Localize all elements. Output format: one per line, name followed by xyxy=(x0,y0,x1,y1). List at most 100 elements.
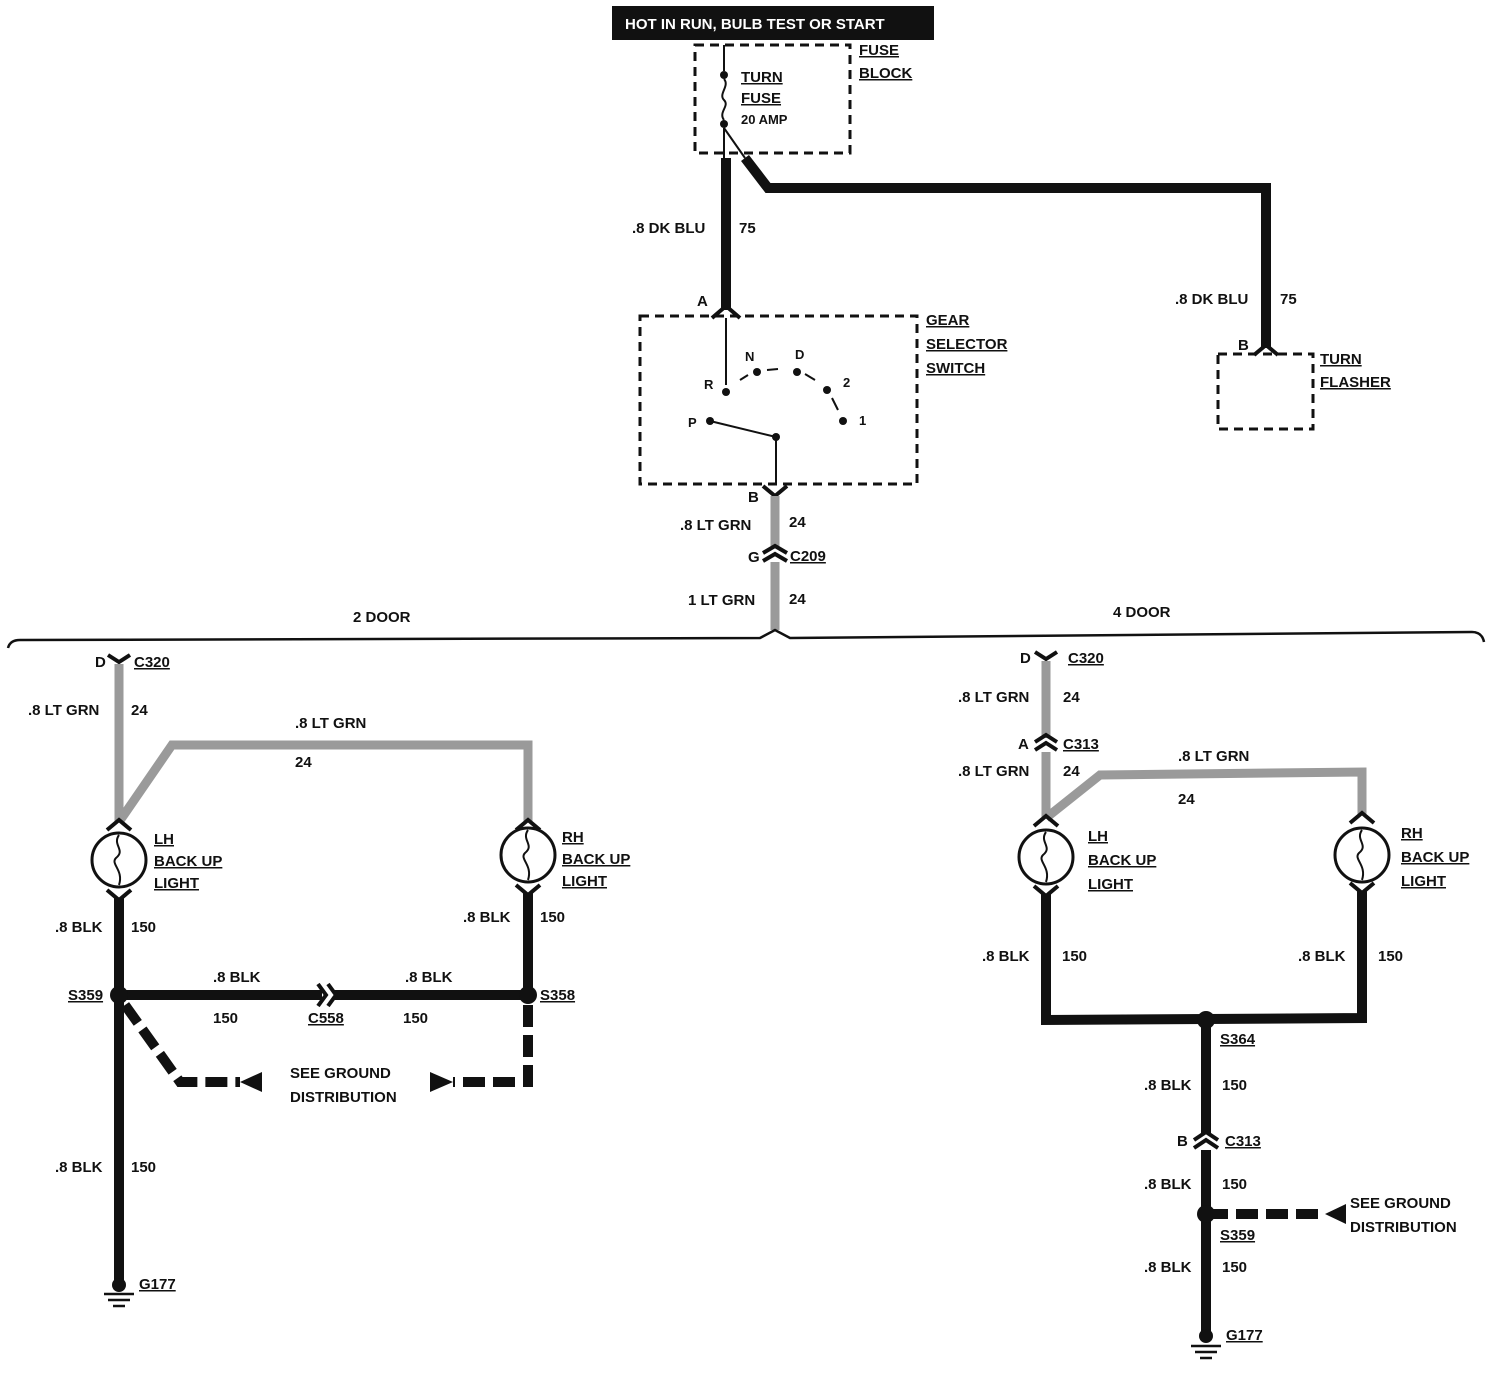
two-door-splice-s358-label: S358 xyxy=(540,987,575,1004)
four-door-c313b-label: C313 xyxy=(1225,1133,1261,1150)
flasher-pin-connector xyxy=(1252,342,1280,357)
fuse-block-outline xyxy=(693,43,852,155)
four-door-lh-bulb xyxy=(1017,813,1075,899)
turn-flasher-title-1: TURN xyxy=(1320,351,1362,368)
four-door-rh-title-2: BACK UP xyxy=(1401,849,1469,866)
two-door-ground-symbol xyxy=(104,1292,134,1308)
four-door-splice-s359-label: S359 xyxy=(1220,1227,1255,1244)
four-door-ground-node xyxy=(1199,1329,1213,1343)
two-door-splice-s358 xyxy=(519,986,537,1004)
variant-2-door: 2 DOOR xyxy=(353,609,411,626)
four-door-ground-label: G177 xyxy=(1226,1327,1263,1344)
switch-pos-n: N xyxy=(745,349,754,364)
two-door-ground-dist-arrow-right xyxy=(430,1072,453,1092)
two-door-link-circuit-right: 150 xyxy=(403,1010,428,1027)
four-door-cross-circuit: 24 xyxy=(1178,791,1195,808)
supply-label: HOT IN RUN, BULB TEST OR START xyxy=(625,16,885,33)
four-door-rh-bulb xyxy=(1333,810,1391,896)
trunk-upper-gauge: .8 LT GRN xyxy=(680,517,751,534)
turn-flasher-outline xyxy=(1216,352,1315,431)
switch-pos-p: P xyxy=(688,415,697,430)
two-door-lh-gnd-circuit: 150 xyxy=(131,919,156,936)
two-door-wire-ground-dist-left xyxy=(120,1002,240,1087)
four-door-feed-circuit: 24 xyxy=(1063,689,1080,706)
gear-switch-title-1: GEAR xyxy=(926,312,970,329)
c209-connector xyxy=(761,543,789,563)
two-door-ground-node xyxy=(112,1278,126,1292)
four-door-wire-cross xyxy=(1043,767,1367,822)
feed-left-circuit: 75 xyxy=(739,220,756,237)
two-door-wire-cross xyxy=(115,740,533,825)
two-door-rh-title-2: BACK UP xyxy=(562,851,630,868)
four-door-cross-gauge: .8 LT GRN xyxy=(1178,748,1249,765)
four-door-lh-title-3: LIGHT xyxy=(1088,876,1133,893)
two-door-c558-connector xyxy=(316,982,339,1008)
four-door-rh-title-3: LIGHT xyxy=(1401,873,1446,890)
four-door-lower-gauge: .8 BLK xyxy=(1144,1176,1192,1193)
four-door-feed2-gauge: .8 LT GRN xyxy=(958,763,1029,780)
four-door-c313b-connector xyxy=(1192,1129,1220,1150)
trunk-lower-gauge: 1 LT GRN xyxy=(688,592,755,609)
fuse-block-title-1: FUSE xyxy=(859,42,899,59)
feed-right-gauge: .8 DK BLU xyxy=(1175,291,1248,308)
four-door-c313-label: C313 xyxy=(1063,736,1099,753)
two-door-cross-gauge: .8 LT GRN xyxy=(295,715,366,732)
two-door-lh-title-1: LH xyxy=(154,831,174,848)
two-door-c558-label: C558 xyxy=(308,1010,344,1027)
four-door-ground-symbol xyxy=(1191,1344,1221,1360)
two-door-link-gauge-left: .8 BLK xyxy=(213,969,261,986)
two-door-rh-gnd-circuit: 150 xyxy=(540,909,565,926)
switch-pin-a: A xyxy=(697,293,708,310)
four-door-lh-title-2: BACK UP xyxy=(1088,852,1156,869)
four-door-see-ground-2: DISTRIBUTION xyxy=(1350,1219,1457,1236)
two-door-lh-gnd-gauge: .8 BLK xyxy=(55,919,103,936)
four-door-rh-gnd-circuit: 150 xyxy=(1378,948,1403,965)
fuse-output-lead-right xyxy=(723,127,746,159)
two-door-cross-circuit: 24 xyxy=(295,754,312,771)
switch-pos-d: D xyxy=(795,347,804,362)
turn-flasher-title-2: FLASHER xyxy=(1320,374,1391,391)
c209-pin: G xyxy=(748,549,760,566)
two-door-rh-bulb xyxy=(499,817,557,898)
four-door-bottom-circuit: 150 xyxy=(1222,1259,1247,1276)
four-door-c313-connector xyxy=(1033,732,1059,752)
two-door-see-ground-1: SEE GROUND xyxy=(290,1065,391,1082)
two-door-feed-gauge: .8 LT GRN xyxy=(28,702,99,719)
four-door-c313-pin: A xyxy=(1018,736,1029,753)
four-door-c320-label: C320 xyxy=(1068,650,1104,667)
two-door-down-circuit: 150 xyxy=(131,1159,156,1176)
two-door-lh-title-3: LIGHT xyxy=(154,875,199,892)
four-door-lh-gnd-circuit: 150 xyxy=(1062,948,1087,965)
c209-label: C209 xyxy=(790,548,826,565)
two-door-lh-bulb xyxy=(90,817,148,903)
two-door-c320-pin: D xyxy=(95,654,106,671)
two-door-wire-ground-dist-right xyxy=(453,1005,533,1087)
gear-switch-title-2: SELECTOR xyxy=(926,336,1008,353)
trunk-upper-circuit: 24 xyxy=(789,514,806,531)
trunk-lower-circuit: 24 xyxy=(789,591,806,608)
four-door-mid-gauge: .8 BLK xyxy=(1144,1077,1192,1094)
two-door-down-gauge: .8 BLK xyxy=(55,1159,103,1176)
gear-switch-title-3: SWITCH xyxy=(926,360,985,377)
flasher-pin-b: B xyxy=(1238,337,1249,354)
two-door-c320-connector xyxy=(106,653,132,665)
four-door-lh-gnd-gauge: .8 BLK xyxy=(982,948,1030,965)
feed-left-gauge: .8 DK BLU xyxy=(632,220,705,237)
four-door-splice-s364-label: S364 xyxy=(1220,1031,1256,1048)
gear-switch-outline xyxy=(638,314,919,486)
four-door-rh-gnd-gauge: .8 BLK xyxy=(1298,948,1346,965)
switch-pos-1: 1 xyxy=(859,413,866,428)
two-door-rh-title-1: RH xyxy=(562,829,584,846)
variant-4-door: 4 DOOR xyxy=(1113,604,1171,621)
two-door-ground-label: G177 xyxy=(139,1276,176,1293)
four-door-ground-dist-arrow xyxy=(1325,1204,1346,1224)
four-door-c313b-pin: B xyxy=(1177,1133,1188,1150)
fuse-rating: 20 AMP xyxy=(741,112,788,127)
feed-right-circuit: 75 xyxy=(1280,291,1297,308)
four-door-mid-circuit: 150 xyxy=(1222,1077,1247,1094)
fuse-label-1: TURN xyxy=(741,69,783,86)
two-door-lh-title-2: BACK UP xyxy=(154,853,222,870)
switch-pos-r: R xyxy=(704,377,714,392)
fuse-label-2: FUSE xyxy=(741,90,781,107)
four-door-feed-gauge: .8 LT GRN xyxy=(958,689,1029,706)
